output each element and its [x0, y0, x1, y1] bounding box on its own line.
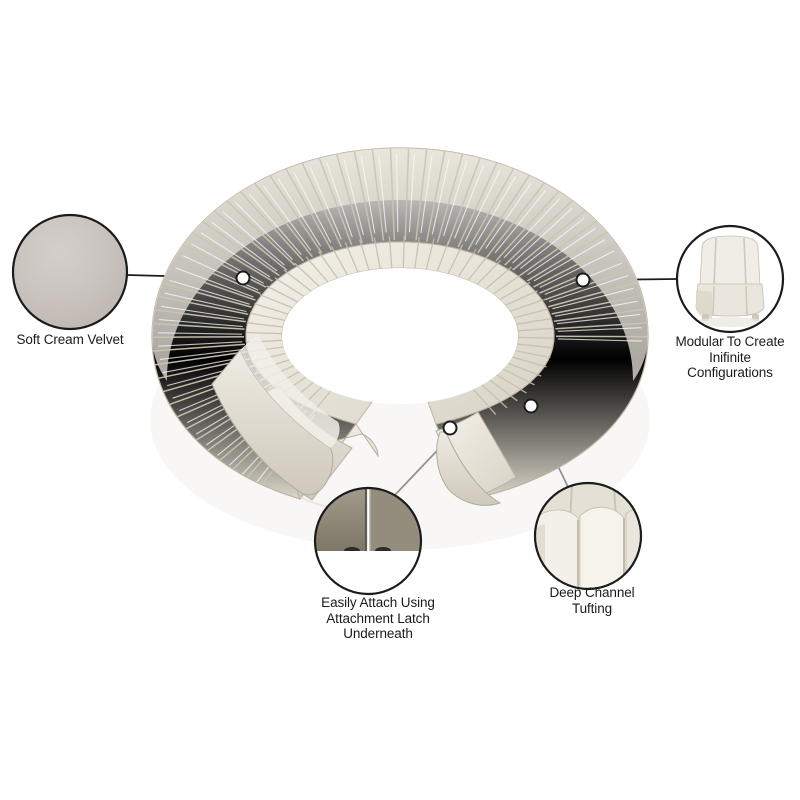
- sofa-inner-opening: [282, 268, 518, 404]
- callout-circle-attachment-latch[interactable]: [310, 486, 430, 596]
- sofa-right-arm-block: [436, 431, 502, 506]
- marker-dot-attachment-latch[interactable]: [442, 420, 458, 436]
- marker-dot-deep-channel-tufting[interactable]: [523, 398, 539, 414]
- callout-label-deep-channel-tufting: Deep Channel Tufting: [549, 585, 635, 616]
- callout-circle-deep-channel-tufting[interactable]: [533, 481, 652, 592]
- marker-dot-modular[interactable]: [575, 272, 591, 288]
- sofa-left-arm-block: [211, 334, 340, 496]
- callout-label-attachment-latch: Easily Attach Using Attachment Latch Und…: [321, 595, 435, 641]
- channel-tufting-image: [535, 483, 641, 589]
- callout-circle-modular[interactable]: [675, 224, 785, 334]
- callout-circle-soft-cream-velvet[interactable]: [11, 213, 129, 331]
- marker-dot-soft-cream-velvet[interactable]: [235, 270, 251, 286]
- curved-sectional-sofa: [150, 147, 650, 550]
- modular-chair-image: [678, 227, 782, 331]
- sofa-backrest-crown: [152, 148, 648, 381]
- callout-label-soft-cream-velvet: Soft Cream Velvet: [16, 332, 124, 347]
- callout-label-modular: Modular To Create Inifinite Configuratio…: [675, 334, 785, 380]
